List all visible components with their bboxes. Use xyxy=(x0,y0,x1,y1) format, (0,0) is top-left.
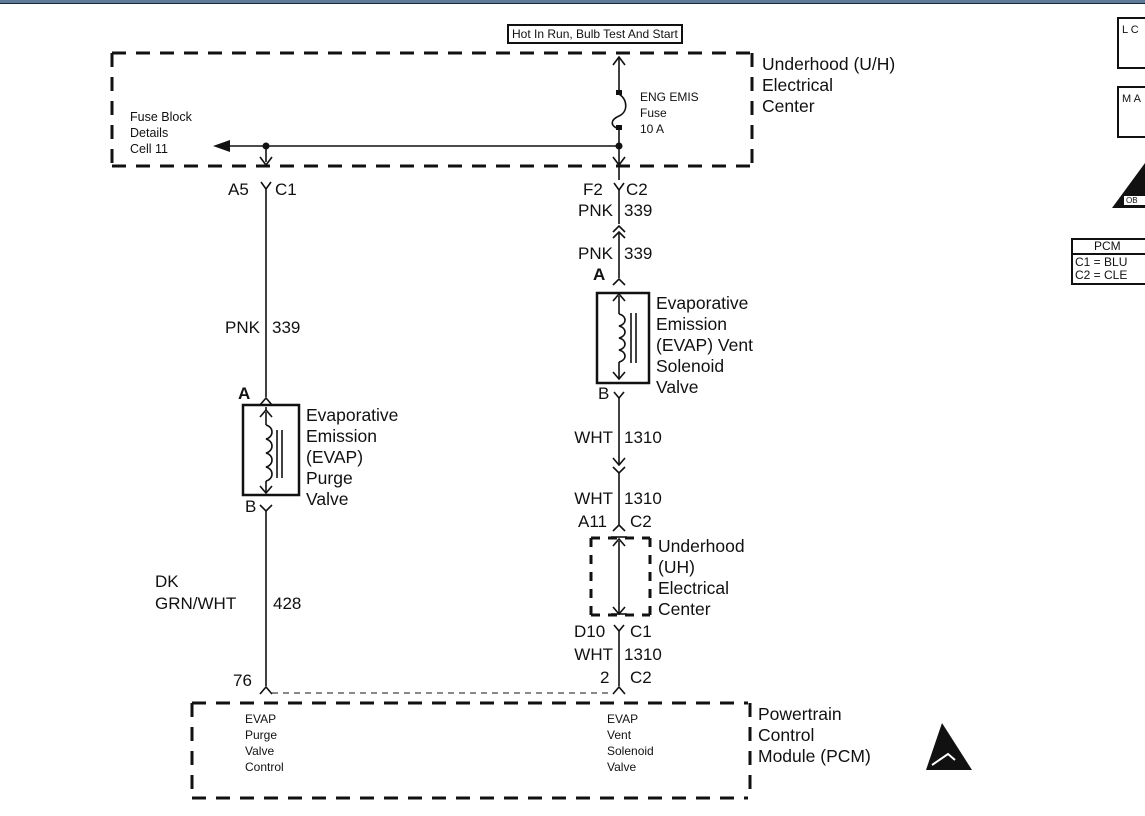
right-connector-id: C2 xyxy=(626,180,648,199)
legend-box-2-text: M A xyxy=(1122,93,1141,105)
fuse-name: ENG EMIS xyxy=(640,90,699,104)
fuse-block-arrow-icon xyxy=(213,140,230,152)
right-wire2-color: PNK xyxy=(578,244,613,263)
left-circuit-wire xyxy=(259,146,283,695)
vent-solenoid-box xyxy=(595,291,651,385)
uh-connector-bottom-id: C1 xyxy=(630,622,652,641)
fuse-type: Fuse xyxy=(640,106,667,120)
fuse-symbol xyxy=(611,55,627,180)
uh-connector-top-id: C2 xyxy=(630,512,652,531)
purge-valve-label: Evaporative Emission (EVAP) Purge Valve xyxy=(306,405,399,509)
legend-obd-icon xyxy=(1112,163,1145,208)
left-lower-wire-color-2: GRN/WHT xyxy=(155,594,237,613)
right-wire3-circuit: 1310 xyxy=(624,428,662,447)
vent-solenoid-label: Evaporative Emission (EVAP) Vent Solenoi… xyxy=(656,293,753,397)
right-wire3-color: WHT xyxy=(574,428,613,447)
underhood-center-label: Underhood (U/H) Electrical Center xyxy=(762,54,896,116)
purge-pin-a: A xyxy=(238,384,251,403)
legend-pcm-title: PCM xyxy=(1094,239,1121,253)
pcm-pin-2: 2 xyxy=(600,668,610,687)
uh-connector-bottom-pin: D10 xyxy=(574,622,606,641)
underhood-center-outline xyxy=(110,51,754,168)
right-circuit-wire xyxy=(611,182,637,695)
legend-box-1-text: L C xyxy=(1122,24,1139,36)
right-wire5-color: WHT xyxy=(574,645,613,664)
right-wire5-circuit: 1310 xyxy=(624,645,662,664)
right-wire4-circuit: 1310 xyxy=(624,489,662,508)
pcm-vent-solenoid-function: EVAP Vent Solenoid Valve xyxy=(607,712,654,774)
esd-sensitive-icon xyxy=(926,723,972,770)
legend-box-1 xyxy=(1117,17,1145,69)
purge-pin-b: B xyxy=(245,497,257,516)
right-wire4-color: WHT xyxy=(574,489,613,508)
left-lower-wire-color-1: DK xyxy=(155,572,179,591)
pcm-purge-control-function: EVAP Purge Valve Control xyxy=(245,712,284,774)
pcm-pin-76: 76 xyxy=(233,671,252,690)
vent-pin-a: A xyxy=(593,265,606,284)
pcm-outline xyxy=(190,701,752,800)
right-connector-pin: F2 xyxy=(583,180,603,199)
left-wire-color: PNK xyxy=(225,318,260,337)
fuse-block-details-ref[interactable]: Fuse Block Details Cell 11 xyxy=(130,110,192,156)
uh-connector-top-pin: A11 xyxy=(578,512,607,531)
legend-pcm-row-2: C2 = CLE xyxy=(1075,268,1128,282)
window-title-bar xyxy=(0,0,1145,4)
right-wire1-color: PNK xyxy=(578,201,613,220)
uh-center-outline xyxy=(589,536,652,617)
legend-pcm-table xyxy=(1071,238,1145,285)
left-lower-wire-circuit: 428 xyxy=(273,594,302,613)
right-wire2-circuit: 339 xyxy=(624,244,653,263)
left-wire-circuit: 339 xyxy=(272,318,301,337)
uh-center-label: Underhood (UH) Electrical Center xyxy=(658,536,745,619)
pcm-pin-2-connector: C2 xyxy=(630,668,652,687)
supply-condition-label: Hot In Run, Bulb Test And Start xyxy=(507,24,683,44)
legend-pcm-row-1: C1 = BLU xyxy=(1075,255,1128,269)
fuse-rating: 10 A xyxy=(640,122,665,136)
vent-pin-b: B xyxy=(598,384,610,403)
legend-box-2 xyxy=(1117,86,1145,138)
pcm-label: Powertrain Control Module (PCM) xyxy=(758,704,871,766)
purge-valve-box xyxy=(241,403,301,497)
left-connector-pin: A5 xyxy=(228,180,249,199)
right-wire1-circuit: 339 xyxy=(624,201,653,220)
legend-obd-text: OB xyxy=(1126,196,1138,205)
left-connector-id: C1 xyxy=(275,180,297,199)
